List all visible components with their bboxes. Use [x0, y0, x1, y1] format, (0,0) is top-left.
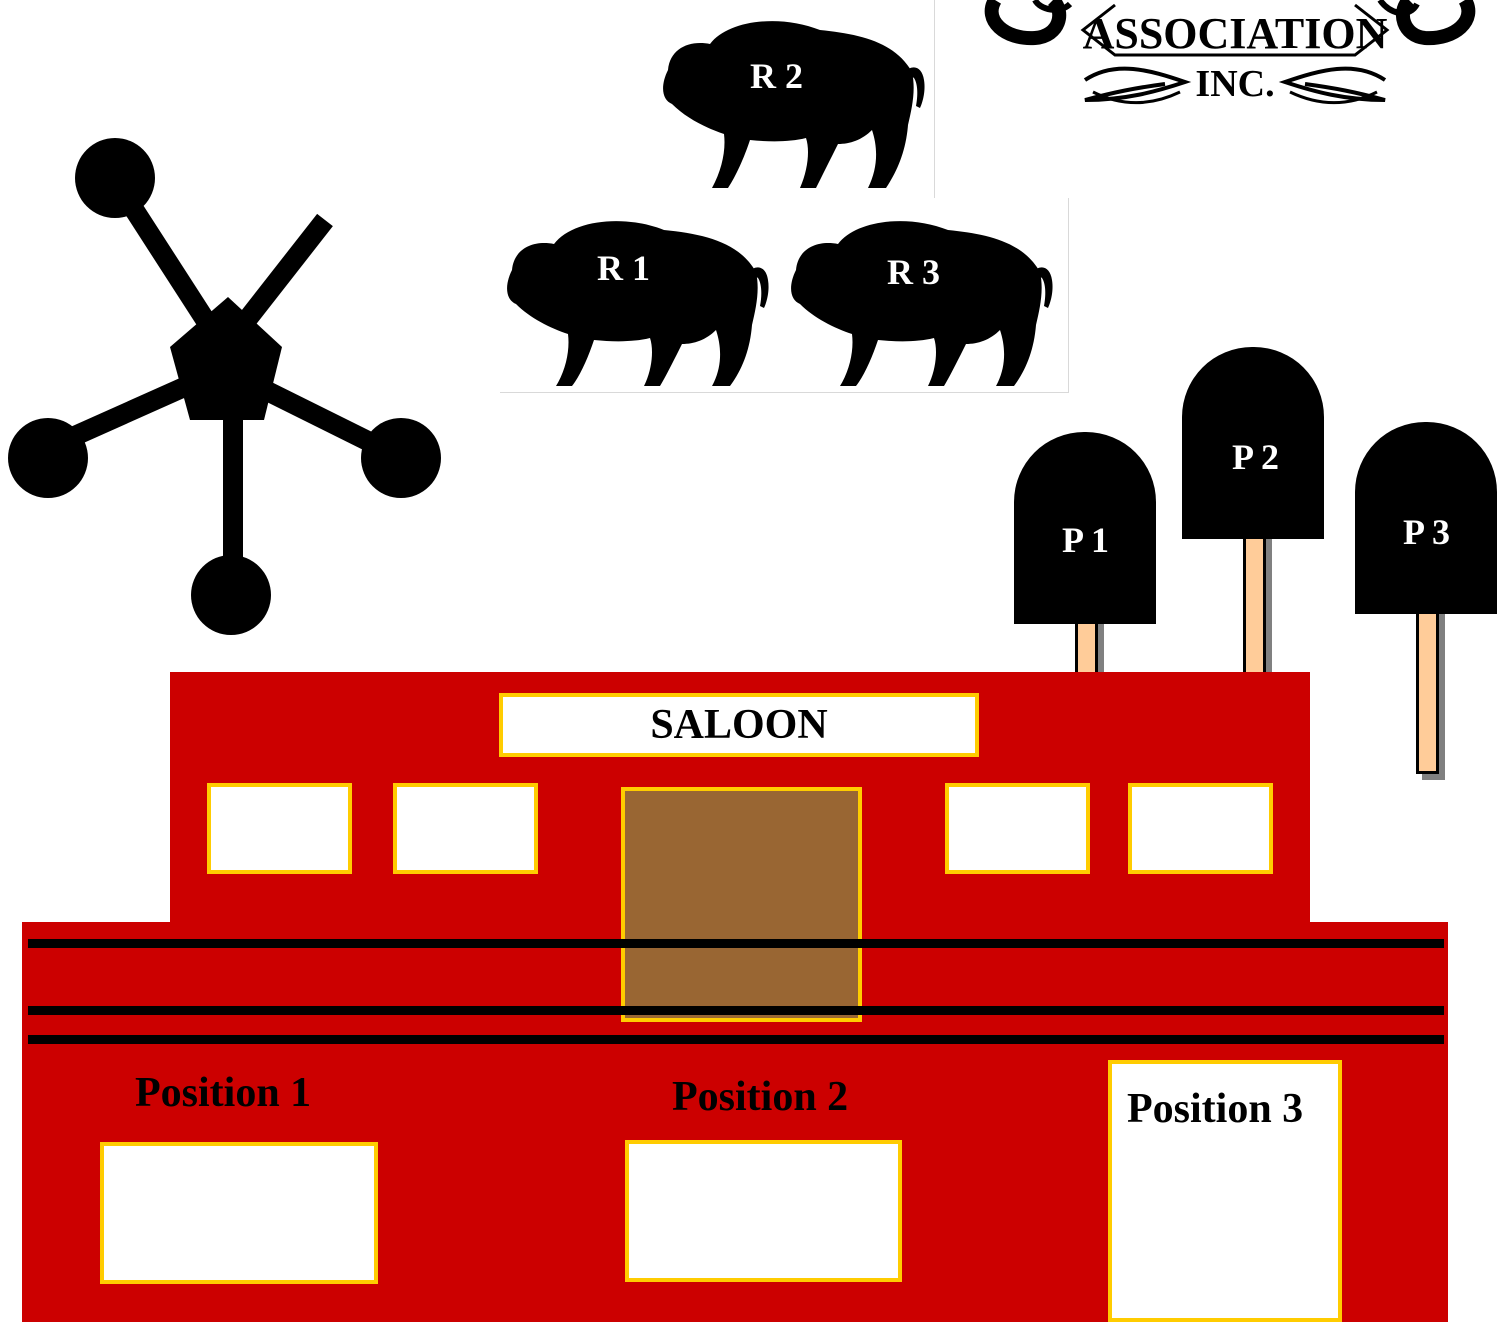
- saloon-window: [207, 783, 352, 874]
- logo-line-association: ASSOCIATION: [1083, 9, 1388, 58]
- buffalo-icon: [507, 221, 769, 386]
- pistol-target-label: P 2: [1232, 437, 1280, 477]
- rifle-target-label: R 1: [597, 248, 650, 288]
- target-plate: [1355, 422, 1497, 614]
- buffalo-icon: [663, 21, 925, 188]
- position-1-table: [100, 1142, 378, 1284]
- rifle-target-label: R 3: [887, 252, 940, 292]
- logo-scroll-artwork: ASSOCIATION INC.: [984, 0, 1476, 105]
- rifle-target-r2: R 2: [650, 0, 935, 199]
- target-plate: [1182, 347, 1324, 539]
- saloon-window: [1128, 783, 1273, 874]
- pistol-target-p3: P 3: [1355, 422, 1504, 782]
- porch-rail: [28, 1006, 1444, 1015]
- pistol-target-p1: P 1: [1014, 432, 1164, 698]
- pistol-target-p2: P 2: [1182, 347, 1332, 683]
- pistol-target-label: P 1: [1062, 520, 1110, 560]
- spinner-star-target: [8, 138, 441, 635]
- rifle-target-r3: R 3: [784, 198, 1069, 393]
- target-post: [1243, 527, 1266, 683]
- association-logo: ASSOCIATION INC.: [965, 0, 1504, 120]
- target-plate: [1014, 432, 1156, 624]
- saloon-window: [393, 783, 538, 874]
- porch-rail: [28, 1035, 1444, 1044]
- position-3-table: [1108, 1060, 1342, 1322]
- buffalo-icon: [791, 221, 1053, 386]
- saloon-window: [945, 783, 1090, 874]
- position-1-label: Position 1: [135, 1070, 312, 1116]
- position-2-table: [625, 1140, 902, 1282]
- position-3-label: Position 3: [1127, 1086, 1304, 1132]
- saloon-door: [621, 787, 862, 1022]
- porch-rail: [28, 939, 1444, 948]
- rifle-target-r1: R 1: [500, 198, 785, 393]
- pistol-target-label: P 3: [1403, 512, 1451, 552]
- position-2-label: Position 2: [672, 1074, 849, 1120]
- logo-line-inc: INC.: [1195, 63, 1274, 105]
- rifle-target-label: R 2: [750, 56, 803, 96]
- target-post: [1416, 602, 1439, 774]
- saloon-sign: SALOON: [499, 693, 979, 757]
